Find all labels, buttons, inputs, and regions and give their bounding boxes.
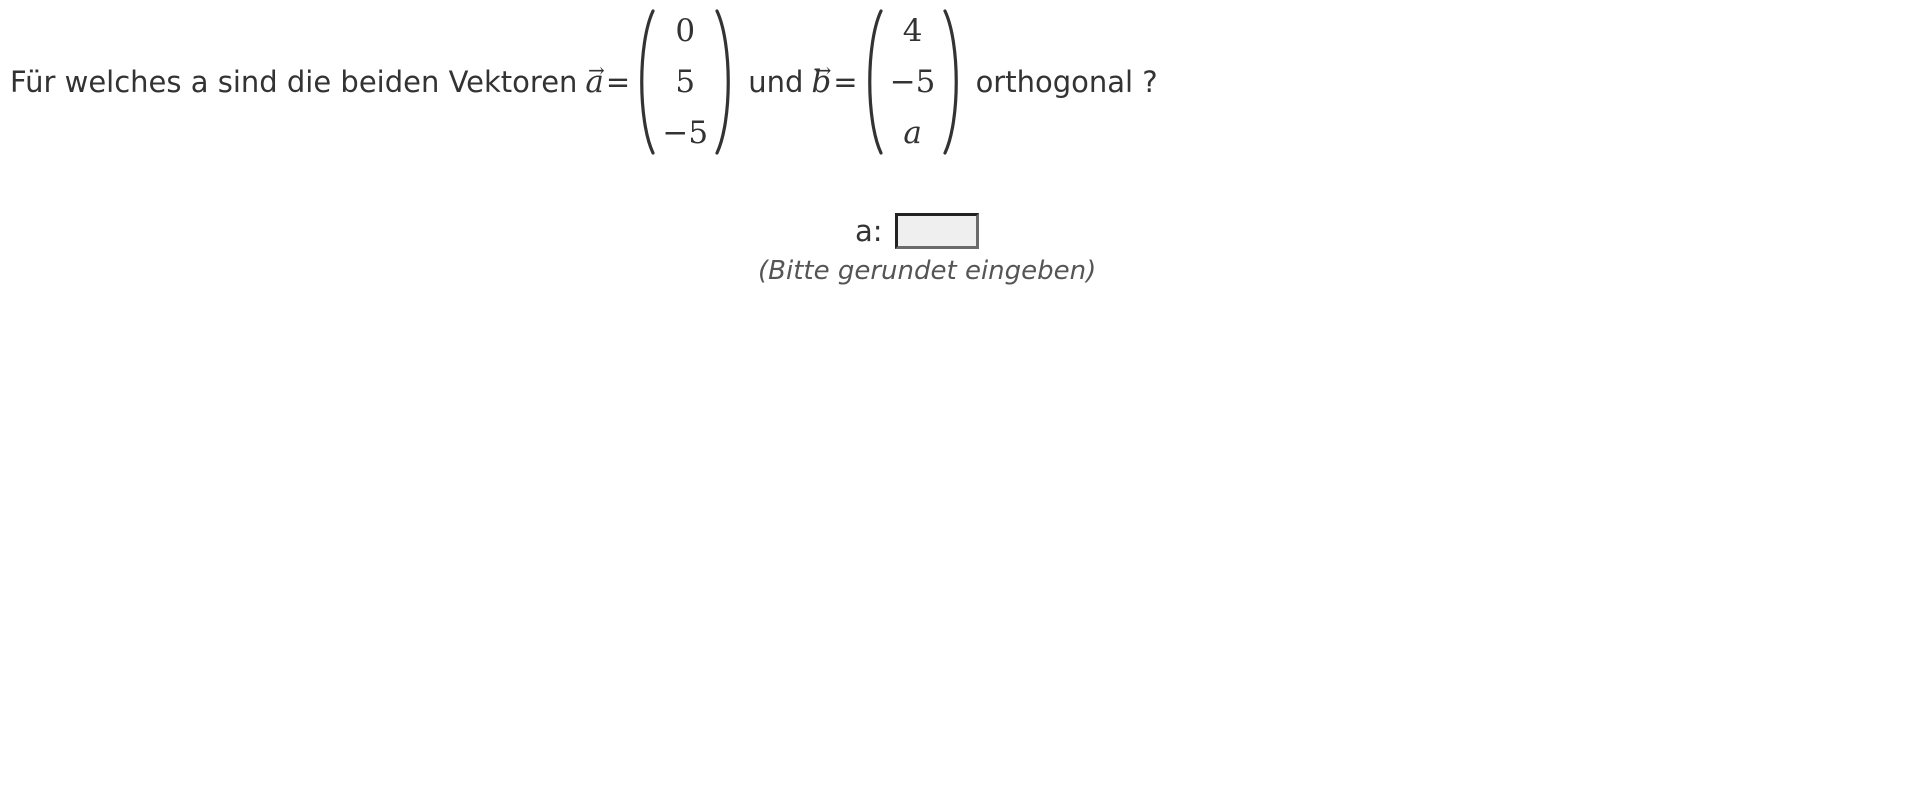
vector-a-matrix: 0 5 −5 bbox=[636, 8, 734, 156]
vector-a-entry-3: −5 bbox=[662, 115, 709, 151]
question-prefix: Für welches a sind die beiden Vektoren bbox=[10, 65, 578, 99]
rounding-hint: (Bitte gerundet eingeben) bbox=[758, 256, 1097, 286]
vector-b-equals: = bbox=[833, 65, 858, 99]
vector-a-letter: a bbox=[585, 64, 604, 100]
vector-b-entry-1: 4 bbox=[902, 13, 923, 49]
answer-row: a: bbox=[855, 213, 979, 249]
vector-a-entry-1: 0 bbox=[675, 13, 696, 49]
answer-label: a: bbox=[855, 214, 883, 248]
vector-b-letter: b bbox=[811, 64, 832, 100]
right-paren-icon bbox=[942, 9, 958, 155]
left-paren-icon bbox=[867, 9, 883, 155]
vector-a-symbol: a → bbox=[585, 58, 604, 100]
vector-a-entry-2: 5 bbox=[675, 64, 696, 100]
question-conjunction: und bbox=[748, 65, 804, 99]
vector-b-entry-3: a bbox=[903, 115, 922, 151]
vector-b-symbol: b → bbox=[811, 58, 832, 100]
vector-a-equals: = bbox=[605, 65, 631, 99]
vector-b-matrix: 4 −5 a bbox=[864, 8, 962, 156]
vector-b-entry-2: −5 bbox=[889, 64, 936, 100]
question-text: Für welches a sind die beiden Vektoren a… bbox=[10, 8, 1158, 156]
question-suffix: orthogonal ? bbox=[975, 65, 1158, 99]
left-paren-icon bbox=[640, 9, 655, 155]
vector-arrow-icon: → bbox=[814, 58, 832, 82]
right-paren-icon bbox=[715, 9, 731, 155]
answer-input[interactable] bbox=[894, 213, 979, 249]
vector-arrow-icon: → bbox=[587, 58, 605, 82]
